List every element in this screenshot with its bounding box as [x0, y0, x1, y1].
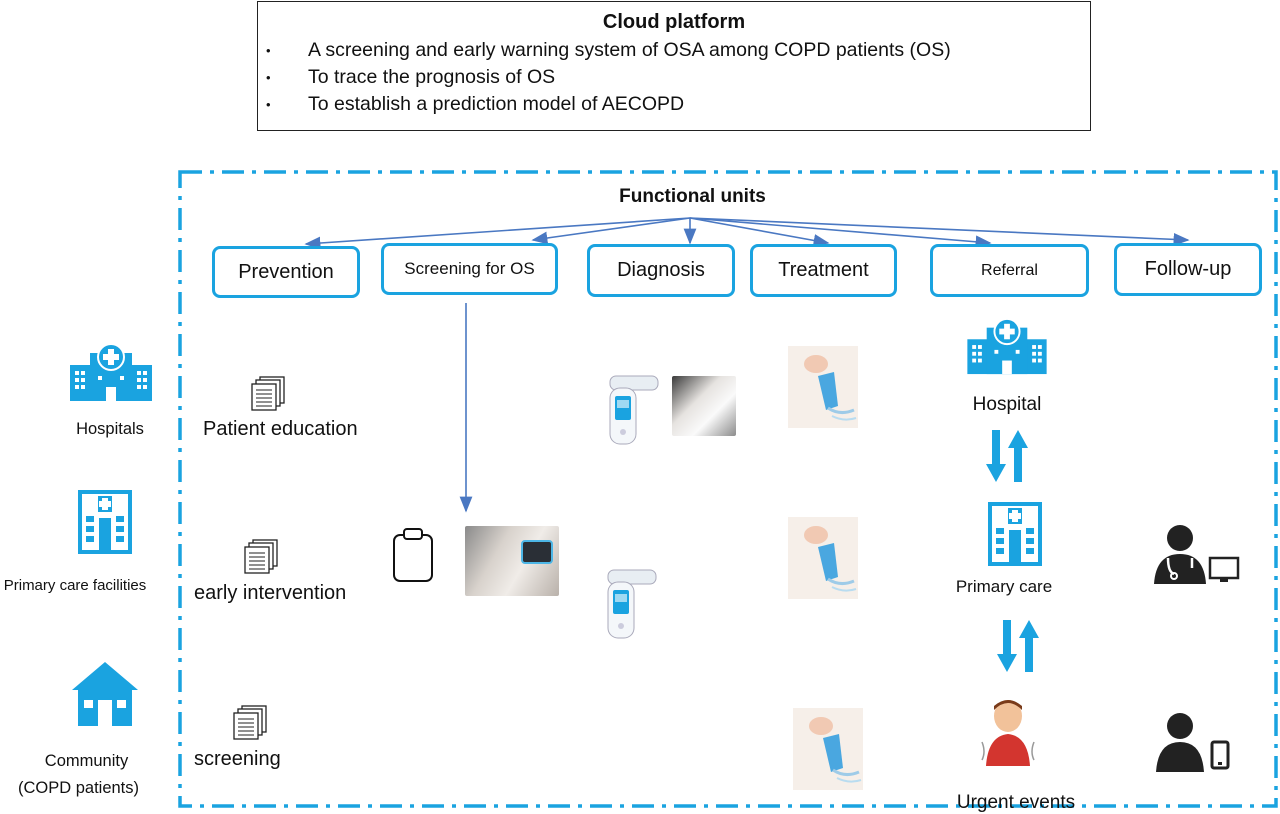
hospital-building-icon: [70, 343, 152, 401]
level-community-label: Community: [44, 752, 129, 770]
unit-referral-label: Referral: [981, 261, 1038, 279]
bullet-dot: •: [266, 97, 271, 113]
unit-diagnosis: Diagnosis: [587, 244, 735, 297]
arrow-to-treatment: [689, 217, 830, 247]
unit-referral: Referral: [930, 244, 1089, 297]
inhaler-icon: [788, 517, 858, 599]
clinic-building-icon: [78, 490, 132, 554]
bullet-dot: •: [266, 43, 271, 59]
inhaler-icon: [793, 708, 863, 790]
document-stack-icon: [244, 539, 278, 574]
unit-treatment-label: Treatment: [778, 259, 869, 281]
cloud-bullet-text: To establish a prediction model of AECOP…: [308, 93, 685, 115]
cloud-bullet-3: • To establish a prediction model of AECO…: [266, 93, 684, 116]
arrow-to-prevention: [304, 217, 691, 250]
wrist-oximeter-photo: [465, 526, 559, 596]
unit-follow-up: Follow-up: [1114, 243, 1262, 296]
referral-urgent-events-label: Urgent events: [956, 792, 1076, 813]
cloud-bullet-1: • A screening and early warning system of…: [266, 39, 951, 62]
arrow-to-follow-up: [689, 217, 1190, 246]
prevention-patient-education: Patient education: [203, 418, 358, 440]
bidirectional-arrows-icon: [986, 430, 1028, 482]
arrow-to-screening: [531, 217, 691, 245]
cloud-platform-title: Cloud platform: [602, 11, 746, 33]
cloud-bullet-text: To trace the prognosis of OS: [308, 66, 556, 88]
inhaler-icon: [788, 346, 858, 428]
spirometer-icon: [607, 569, 657, 639]
oximeter-screen: [521, 540, 553, 564]
level-community-sub-label: (COPD patients): [17, 779, 140, 797]
document-stack-icon: [233, 705, 267, 740]
sick-person-icon: [981, 700, 1035, 766]
level-hospitals-label: Hospitals: [76, 420, 144, 438]
hospital-building-icon: [967, 318, 1047, 375]
arrow-to-referral: [689, 217, 992, 249]
cloud-platform-box: Cloud platform • A screening and early wa…: [257, 1, 1091, 131]
unit-prevention: Prevention: [212, 246, 360, 298]
functional-units-frame: [178, 170, 1278, 808]
clipboard-icon: [393, 528, 433, 582]
unit-screening-label: Screening for OS: [404, 259, 535, 278]
bidirectional-arrows-icon: [997, 620, 1039, 672]
unit-prevention-label: Prevention: [238, 260, 334, 283]
spirometer-icon: [609, 375, 659, 445]
document-stack-icon: [251, 376, 285, 411]
cloud-bullet-text: A screening and early warning system of …: [308, 39, 951, 61]
unit-treatment: Treatment: [750, 244, 897, 297]
referral-hospital-label: Hospital: [972, 394, 1042, 415]
cloud-bullet-2: • To trace the prognosis of OS: [266, 66, 555, 89]
unit-follow-up-label: Follow-up: [1144, 258, 1232, 280]
house-icon: [72, 662, 138, 726]
sleep-study-photo: [672, 376, 736, 436]
doctor-computer-icon: [1154, 525, 1240, 584]
clinic-building-icon: [988, 502, 1042, 566]
referral-primary-care-label: Primary care: [955, 577, 1053, 596]
person-phone-icon: [1156, 713, 1230, 772]
functional-units-title: Functional units: [619, 186, 766, 207]
level-primary-label: Primary care facilities: [3, 577, 147, 594]
prevention-screening: screening: [194, 748, 281, 770]
unit-diagnosis-label: Diagnosis: [617, 259, 705, 281]
unit-screening-for-os: Screening for OS: [381, 243, 558, 295]
prevention-early-intervention: early intervention: [194, 582, 347, 604]
bullet-dot: •: [266, 70, 271, 86]
